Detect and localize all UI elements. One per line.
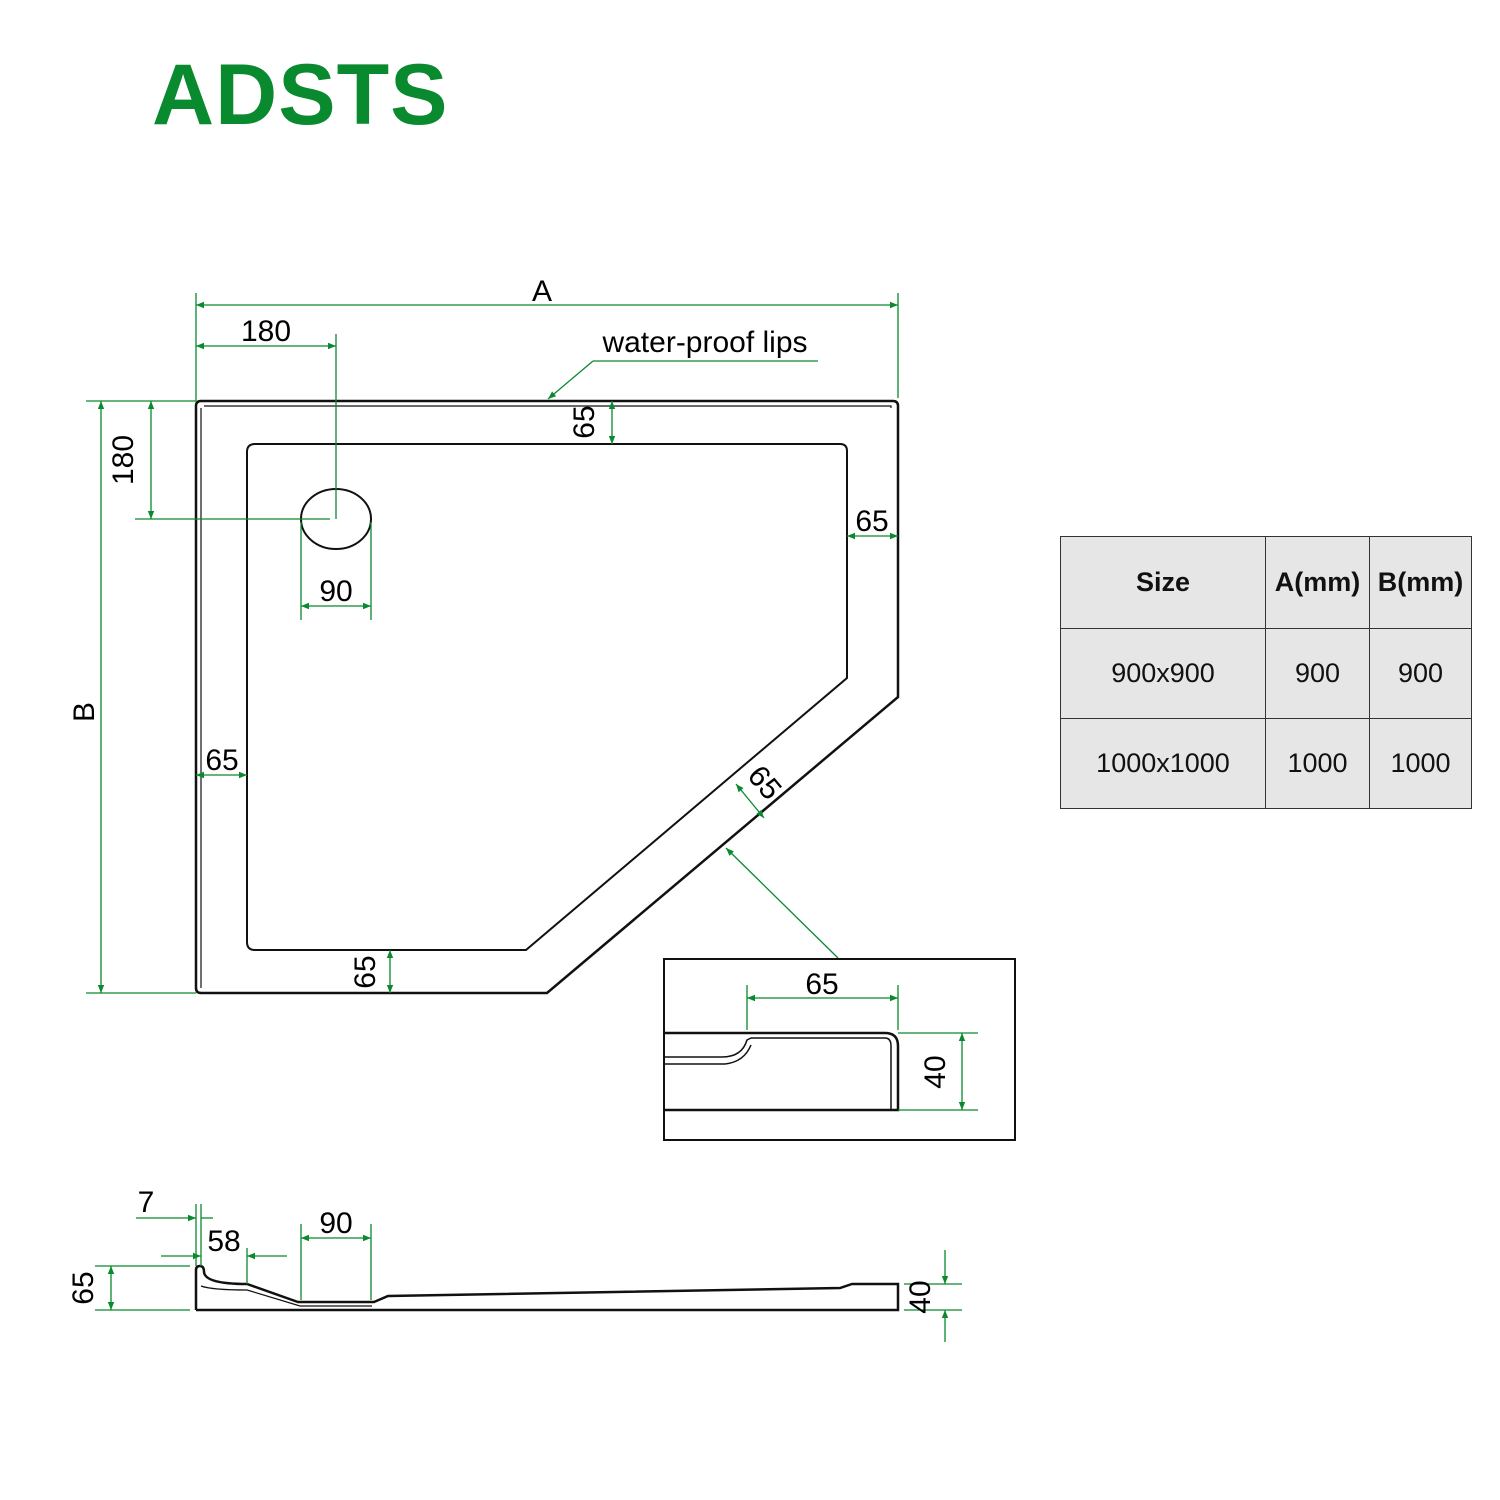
section-dimensions (95, 1204, 962, 1342)
header-a: A(mm) (1265, 536, 1370, 629)
waste-offset-y-label: 180 (107, 435, 140, 485)
cell-size: 1000x1000 (1060, 718, 1266, 809)
section-height-label: 65 (67, 1271, 100, 1304)
section-waste-label: 90 (319, 1207, 352, 1240)
waste-offset-x-label: 180 (241, 315, 291, 348)
cell-size: 900x900 (1060, 628, 1266, 719)
tray-plan-inner (246, 443, 848, 951)
cell-a: 1000 (1265, 718, 1370, 809)
detail-height-label: 40 (919, 1055, 952, 1088)
cell-b: 1000 (1369, 718, 1472, 809)
header-size: Size (1060, 536, 1266, 629)
plan-dimensions (86, 293, 899, 994)
section-offset-label: 58 (207, 1225, 240, 1258)
section-base-label: 40 (904, 1280, 937, 1313)
size-table: Size A(mm) B(mm) 900x900 900 900 1000x10… (1060, 536, 1472, 809)
rim-bottom-label: 65 (349, 955, 382, 988)
dimension-b-label: B (68, 702, 101, 722)
water-proof-lips-note: water-proof lips (601, 326, 807, 359)
waste-diameter-label: 90 (319, 575, 352, 608)
rim-top-label: 65 (568, 405, 601, 438)
section-lip-label: 7 (138, 1186, 155, 1219)
dimension-a-label: A (532, 275, 552, 308)
rim-left-label: 65 (205, 744, 238, 777)
detail-rim-label: 65 (805, 968, 838, 1001)
table-row: 1000x1000 1000 1000 (1060, 718, 1472, 809)
table-header-row: Size A(mm) B(mm) (1060, 536, 1472, 629)
cell-b: 900 (1369, 628, 1472, 719)
brand-logo: ADSTS (152, 47, 449, 143)
tray-plan-outline (194, 399, 900, 995)
detail-dimensions (746, 985, 978, 1111)
tray-section-outline (194, 1264, 900, 1312)
header-b: B(mm) (1369, 536, 1472, 629)
table-row: 900x900 900 900 (1060, 628, 1472, 719)
rim-right-label: 65 (855, 505, 888, 538)
lip-detail-box (663, 958, 1016, 1141)
cell-a: 900 (1265, 628, 1370, 719)
